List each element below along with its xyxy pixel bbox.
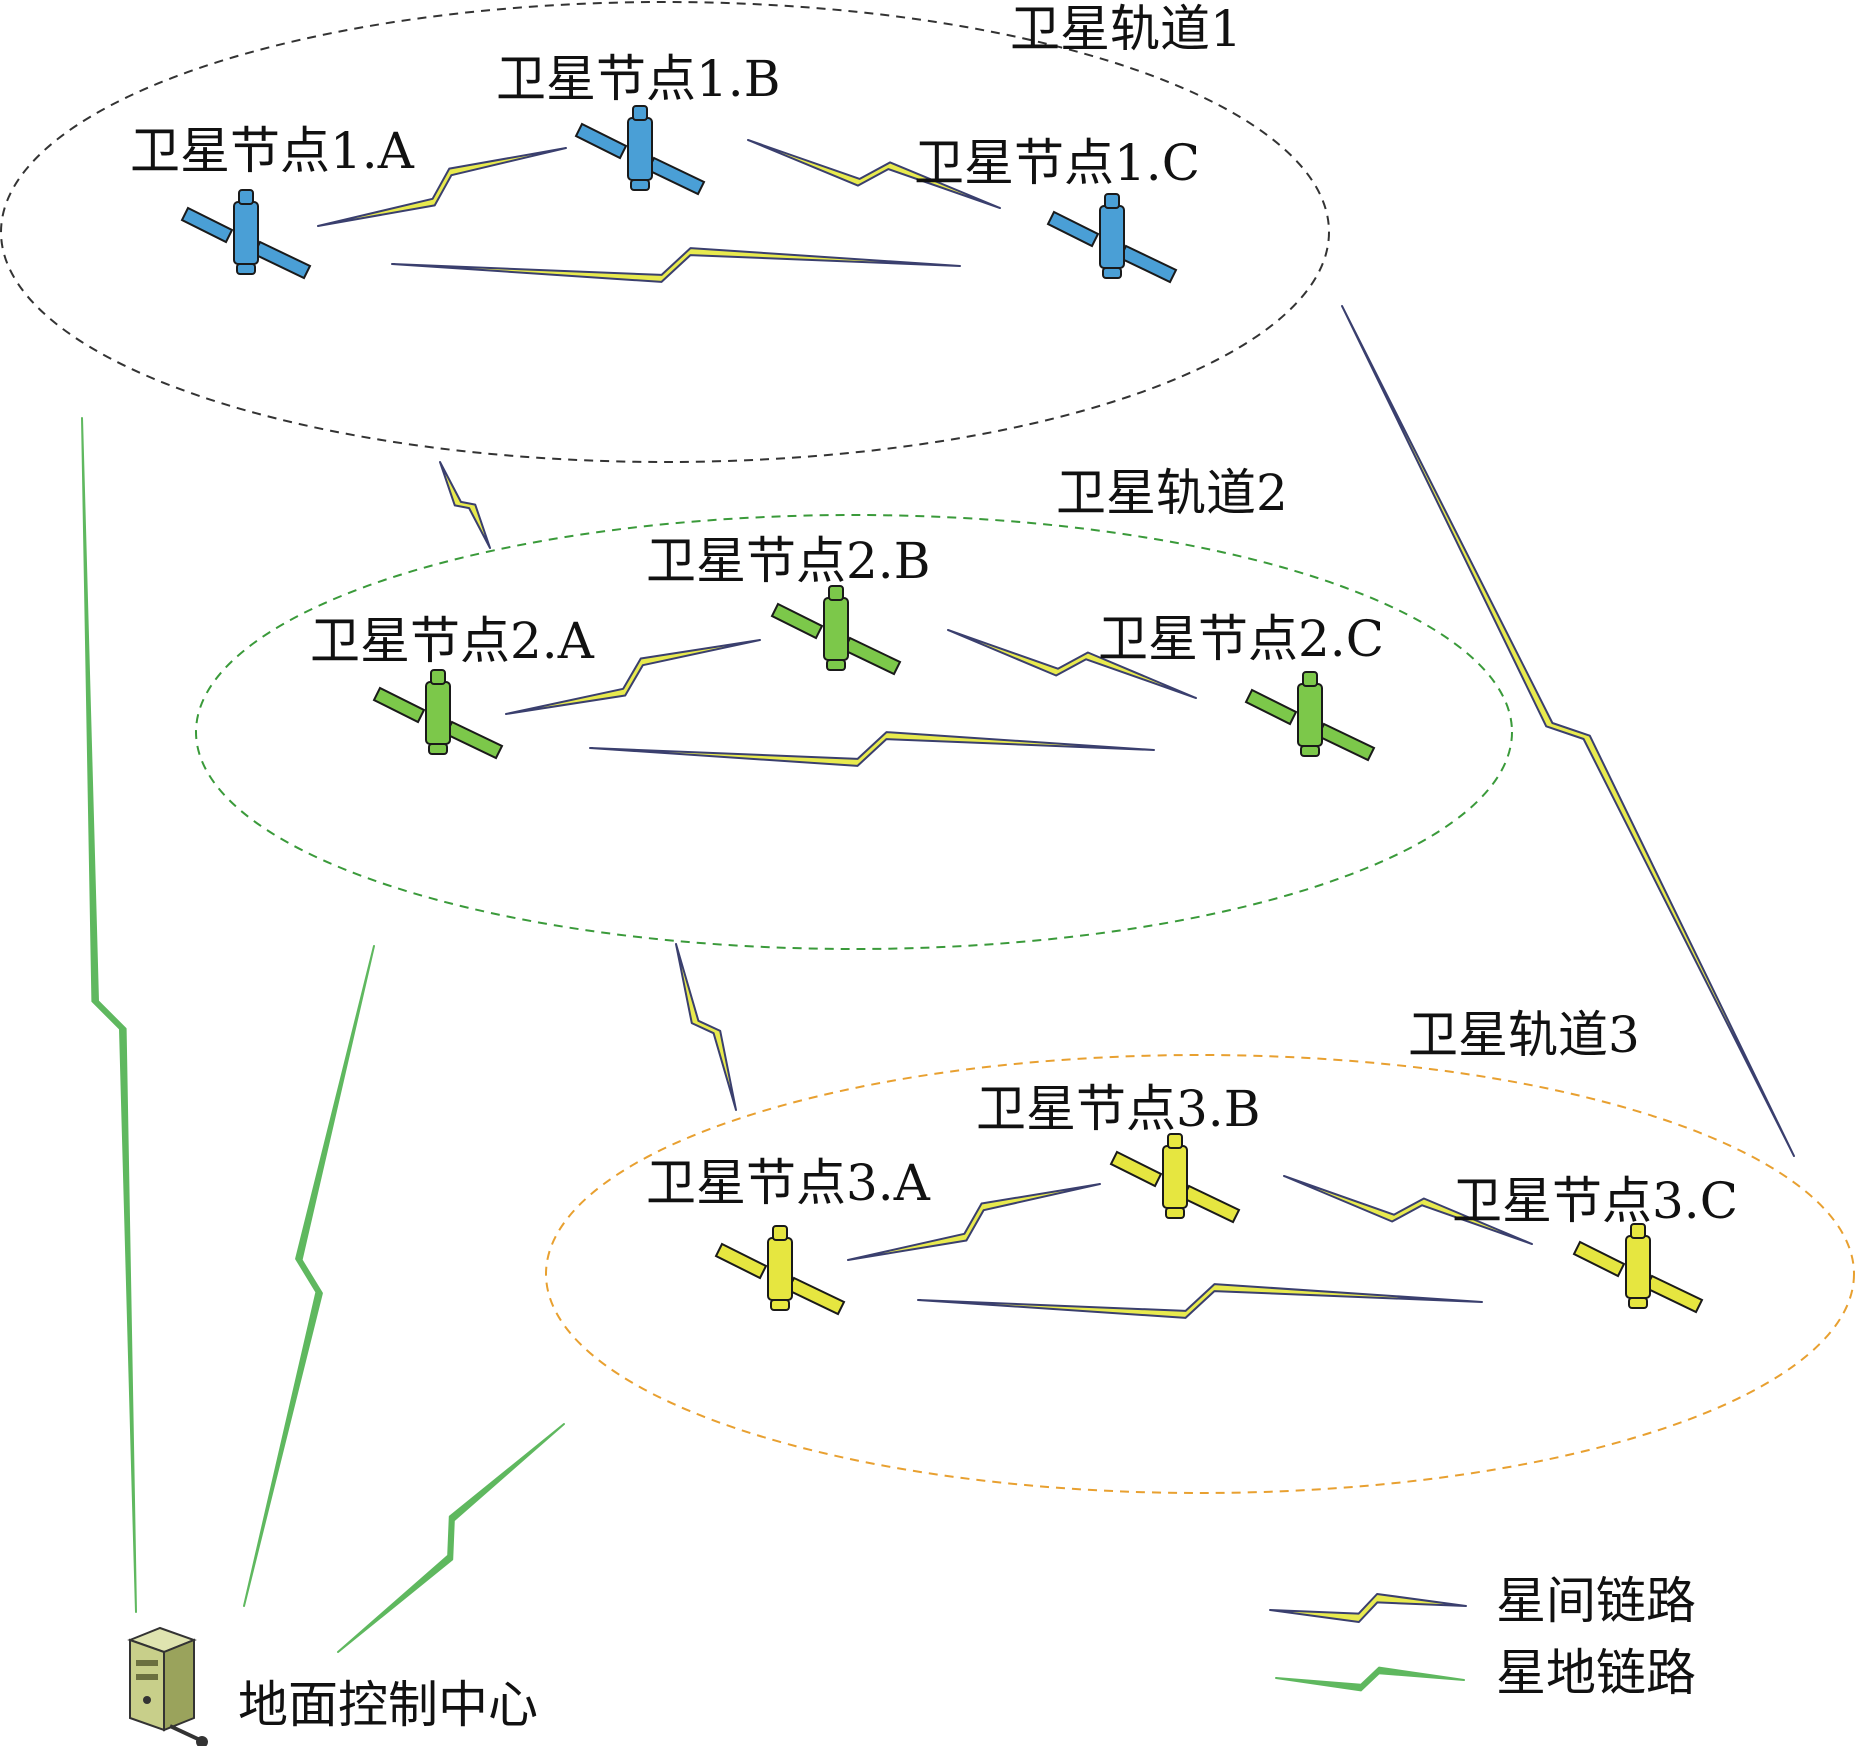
link-orbit2-orbit3 — [675, 943, 737, 1111]
ground-control-label: 地面控制中心 — [238, 1676, 538, 1734]
node-label-2c: 卫星节点2.C — [1098, 610, 1384, 668]
link-3a-3b — [847, 1183, 1101, 1261]
satellite-icon — [575, 105, 705, 195]
orbit2-label: 卫星轨道2 — [1056, 464, 1288, 522]
satellite-node-2a — [373, 669, 503, 759]
link-orbit1-orbit2 — [439, 461, 491, 549]
satellite-node-1c — [1047, 193, 1177, 283]
satellite-node-3b — [1110, 1133, 1240, 1223]
legend-satellite-ground-label: 星地链路 — [1496, 1644, 1696, 1702]
satellite-icon — [373, 669, 503, 759]
satellite-icon — [771, 585, 901, 675]
node-label-3b: 卫星节点3.B — [976, 1080, 1260, 1138]
link-3a-3c — [917, 1283, 1483, 1319]
satellite-icon — [181, 189, 311, 279]
server-icon — [127, 1626, 208, 1746]
satellite-node-3a — [715, 1225, 845, 1315]
satellite-icon — [1047, 193, 1177, 283]
link-2a-2c — [589, 731, 1155, 767]
node-label-3a: 卫星节点3.A — [646, 1154, 931, 1212]
link-2b-2c — [947, 629, 1197, 699]
node-label-1c: 卫星节点1.C — [914, 134, 1200, 192]
node-label-1b: 卫星节点1.B — [496, 50, 780, 108]
link-2a-2b — [505, 639, 761, 715]
node-label-3c: 卫星节点3.C — [1452, 1172, 1738, 1230]
satellite-node-2b — [771, 585, 901, 675]
links-layer — [81, 139, 1795, 1653]
satellite-node-1a — [181, 189, 311, 279]
orbit3-label: 卫星轨道3 — [1408, 1006, 1640, 1064]
satellite-icon — [1573, 1223, 1703, 1313]
legend: 星间链路 星地链路 — [1269, 1572, 1696, 1702]
satellite-icon — [715, 1225, 845, 1315]
satellite-icon — [1245, 671, 1375, 761]
link-1b-1c — [747, 139, 1001, 209]
orbit1-ellipse — [0, 1, 1330, 463]
satellite-node-3c — [1573, 1223, 1703, 1313]
link-ground-orbit3 — [337, 1423, 565, 1653]
satellite-icon — [1110, 1133, 1240, 1223]
link-ground-orbit2 — [243, 945, 375, 1607]
node-label-2b: 卫星节点2.B — [646, 532, 930, 590]
legend-swatches — [1269, 1593, 1467, 1692]
satellite-node-2c — [1245, 671, 1375, 761]
satellite-node-1b — [575, 105, 705, 195]
orbit1-label: 卫星轨道1 — [1010, 0, 1242, 58]
legend-inter-satellite-label: 星间链路 — [1496, 1572, 1696, 1630]
legend-satellite-ground-swatch — [1275, 1666, 1465, 1692]
node-label-1a: 卫星节点1.A — [130, 122, 415, 180]
orbit2-ellipse — [195, 514, 1513, 950]
node-label-2a: 卫星节点2.A — [310, 612, 595, 670]
link-1a-1b — [317, 147, 567, 227]
orbit3-ellipse — [545, 1054, 1855, 1494]
link-orbit1-orbit3 — [1341, 305, 1795, 1157]
link-1a-1c — [391, 247, 961, 283]
link-ground-orbit1 — [81, 417, 137, 1613]
link-3b-3c — [1283, 1175, 1533, 1245]
legend-inter-satellite-swatch — [1269, 1593, 1467, 1623]
